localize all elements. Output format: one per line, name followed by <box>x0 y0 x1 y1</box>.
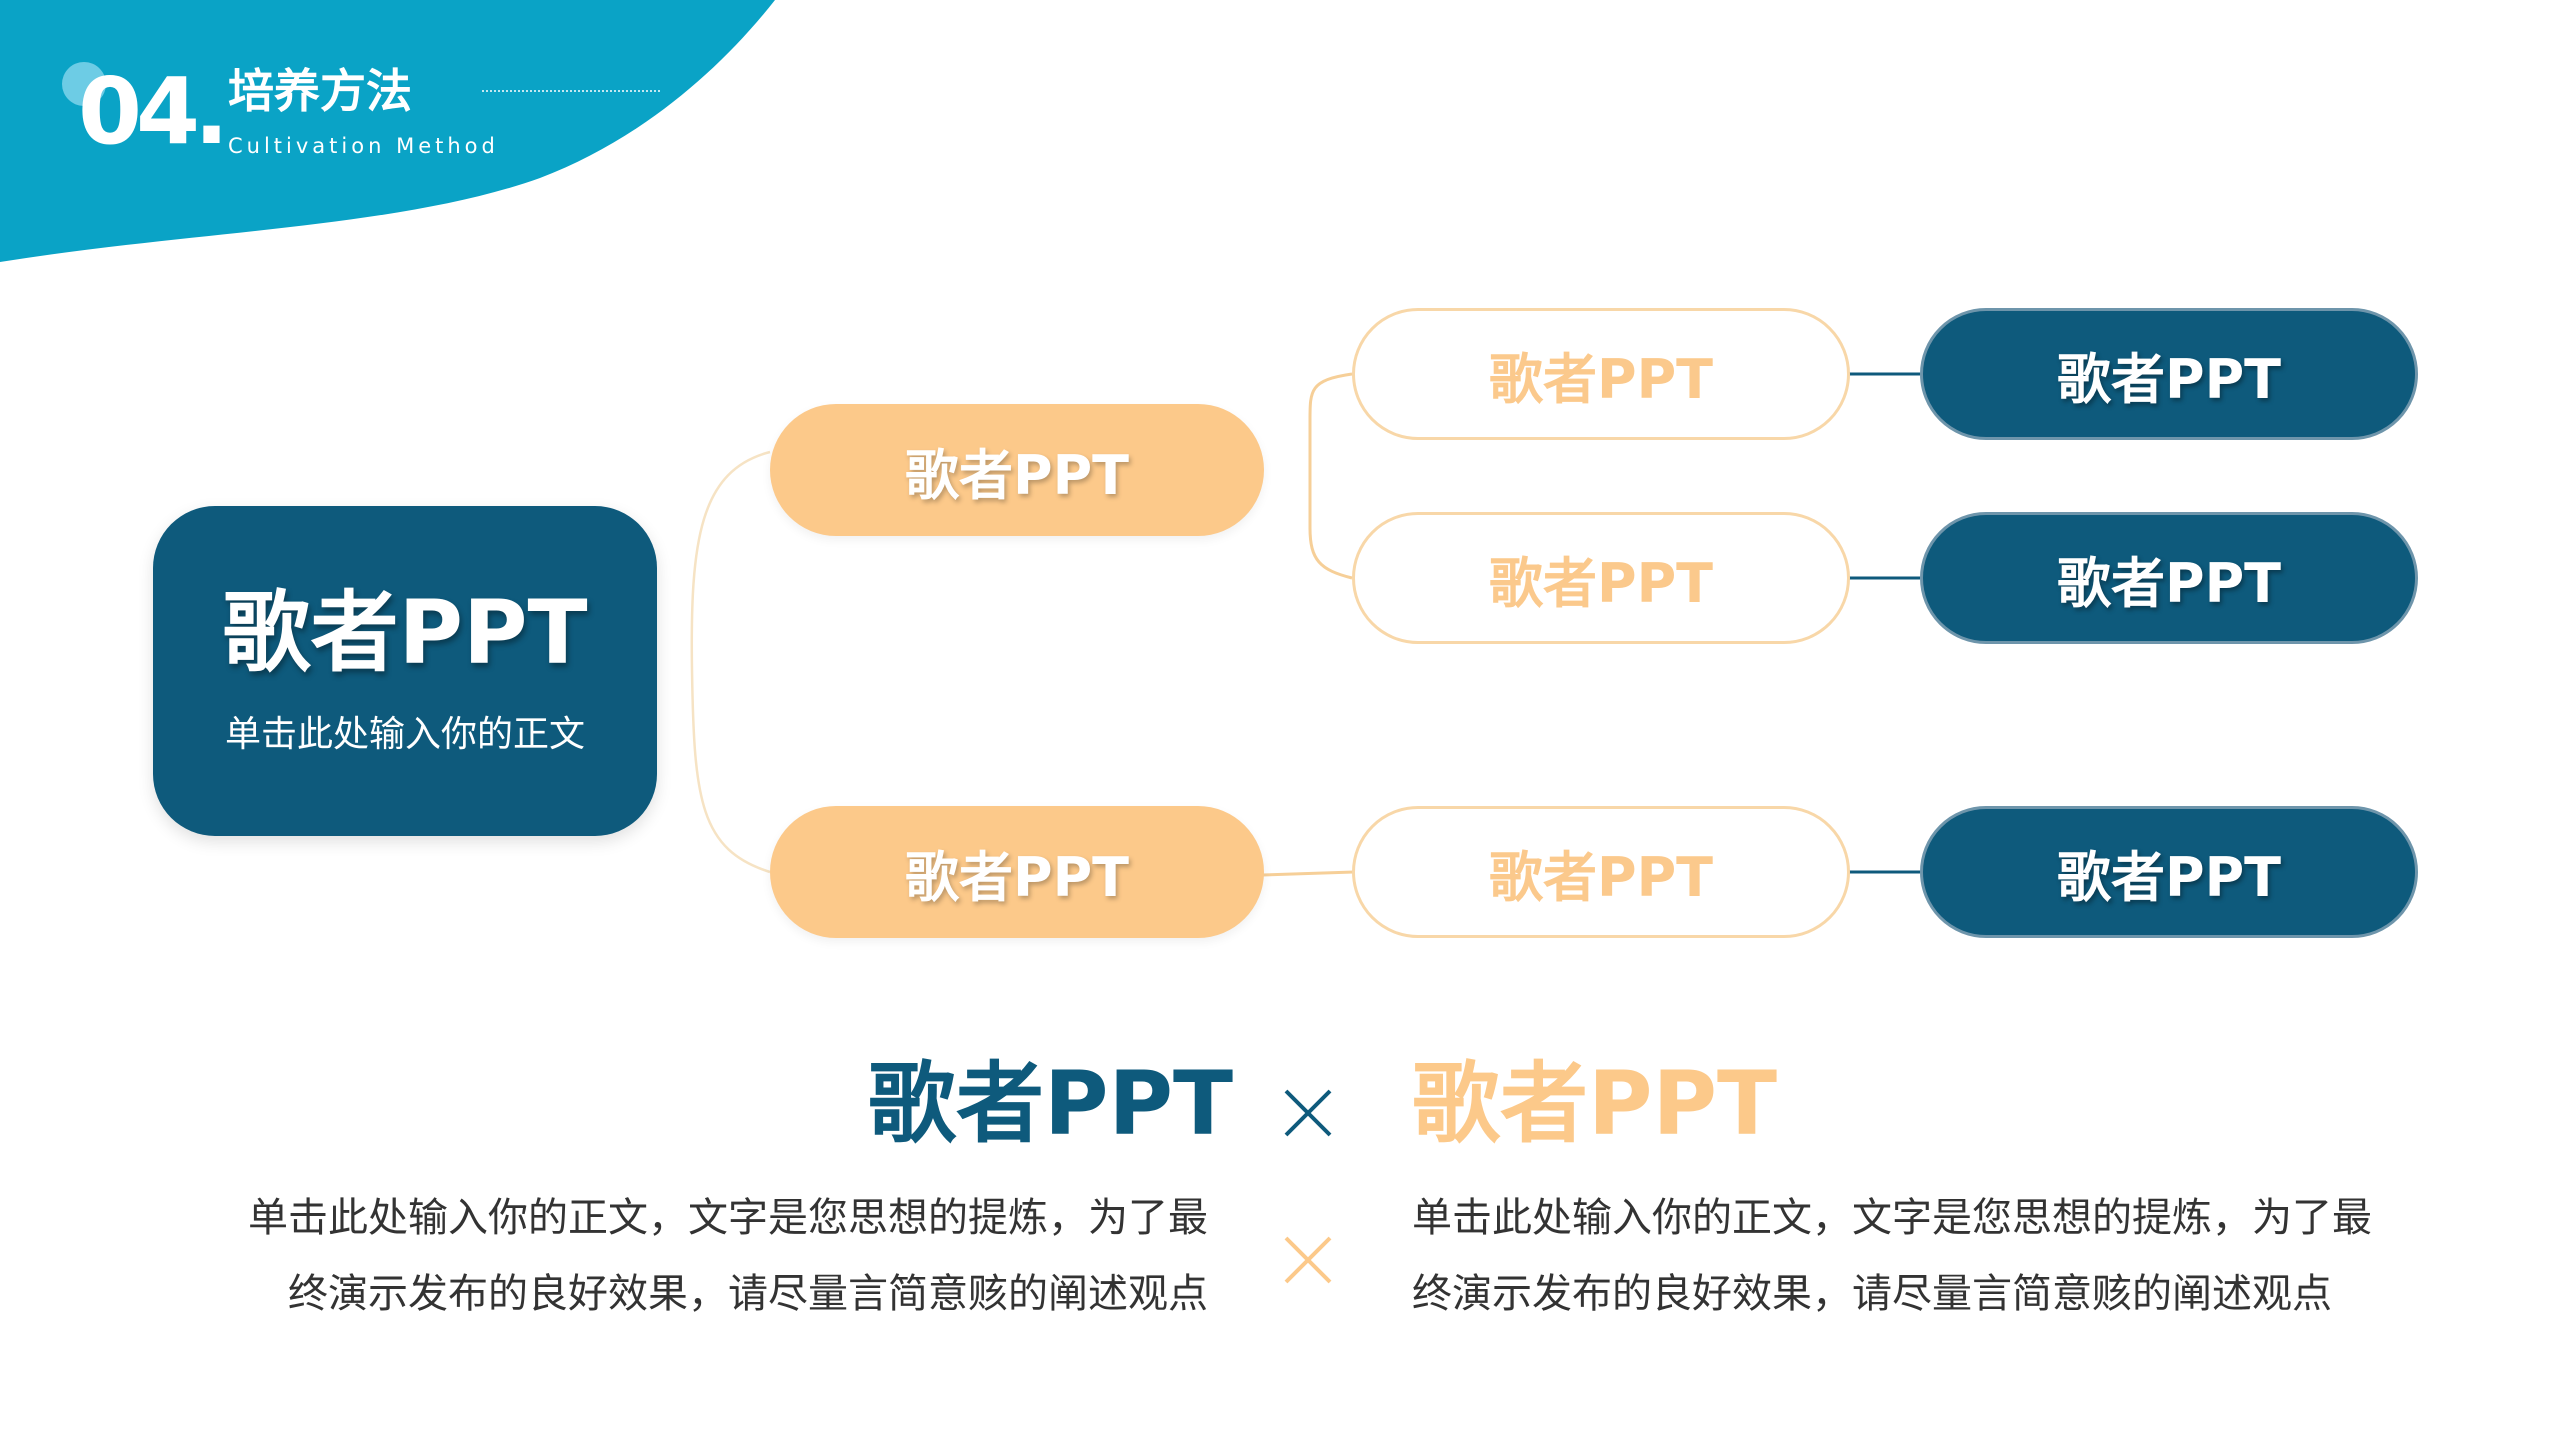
root-node-subtitle: 单击此处输入你的正文 <box>224 714 585 755</box>
compare-left-line-1: 单击此处输入你的正文，文字是您思想的提炼，为了最 <box>248 1195 1208 1241</box>
compare-right-title: 歌者PPT <box>1412 1052 1778 1155</box>
branch-1-child-2-leaf[interactable]: 歌者PPT <box>1920 512 2418 644</box>
branch-node-1[interactable]: 歌者PPT <box>770 404 1264 536</box>
mindmap-root-node[interactable]: 歌者PPT 单击此处输入你的正文 <box>153 506 657 836</box>
section-number: 04. <box>78 58 229 165</box>
branch-1-child-1[interactable]: 歌者PPT <box>1352 308 1850 440</box>
root-node-title: 歌者PPT <box>222 581 588 684</box>
section-subtitle: Cultivation Method <box>228 134 499 158</box>
branch-node-2[interactable]: 歌者PPT <box>770 806 1264 938</box>
branch-1-child-1-leaf[interactable]: 歌者PPT <box>1920 308 2418 440</box>
section-title: 培养方法 <box>228 64 412 118</box>
compare-right-paragraph: 单击此处输入你的正文，文字是您思想的提炼，为了最 终演示发布的良好效果，请尽量言… <box>1412 1180 2372 1332</box>
header-dotted-divider <box>482 90 660 92</box>
branch-2-child-1-leaf[interactable]: 歌者PPT <box>1920 806 2418 938</box>
compare-left-title: 歌者PPT <box>868 1052 1234 1155</box>
compare-right-line-2: 终演示发布的良好效果，请尽量言简意赅的阐述观点 <box>1412 1271 2332 1317</box>
branch-2-child-1[interactable]: 歌者PPT <box>1352 806 1850 938</box>
compare-left-line-2: 终演示发布的良好效果，请尽量言简意赅的阐述观点 <box>288 1271 1208 1317</box>
branch-1-child-2[interactable]: 歌者PPT <box>1352 512 1850 644</box>
compare-right-line-1: 单击此处输入你的正文，文字是您思想的提炼，为了最 <box>1412 1195 2372 1241</box>
cross-icon <box>1284 1089 1332 1137</box>
cross-icon <box>1284 1236 1332 1284</box>
compare-left-paragraph: 单击此处输入你的正文，文字是您思想的提炼，为了最 终演示发布的良好效果，请尽量言… <box>248 1180 1208 1332</box>
